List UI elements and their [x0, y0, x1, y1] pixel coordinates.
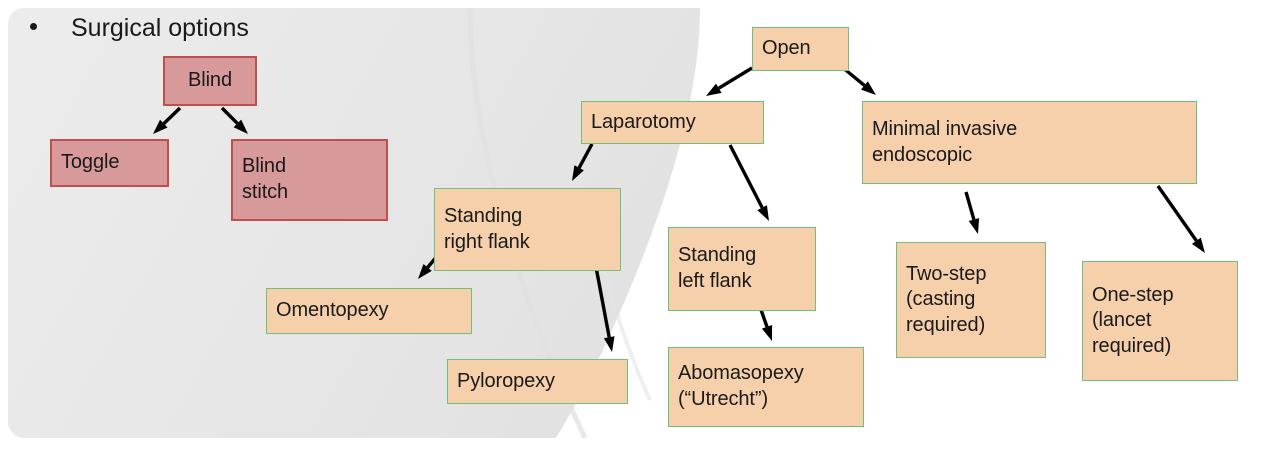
node-minimal: Minimal invasive endoscopic [862, 101, 1197, 184]
node-blind-stitch: Blind stitch [231, 139, 388, 221]
node-laparotomy: Laparotomy [581, 101, 764, 144]
node-two-step: Two-step (casting required) [896, 242, 1046, 358]
node-std-right: Standing right flank [434, 188, 621, 271]
node-pyloropexy: Pyloropexy [447, 359, 628, 404]
node-toggle: Toggle [50, 139, 169, 187]
node-std-left: Standing left flank [668, 227, 816, 311]
bullet-point-icon [30, 23, 37, 30]
page-title: Surgical options [71, 14, 249, 42]
heading-bullet-line: Surgical options [30, 14, 249, 43]
node-one-step: One-step (lancet required) [1082, 261, 1238, 381]
node-open: Open [752, 27, 849, 71]
node-abomasopexy: Abomasopexy (“Utrecht”) [668, 347, 864, 427]
node-blind: Blind [163, 56, 257, 106]
node-omentopexy: Omentopexy [266, 288, 472, 334]
